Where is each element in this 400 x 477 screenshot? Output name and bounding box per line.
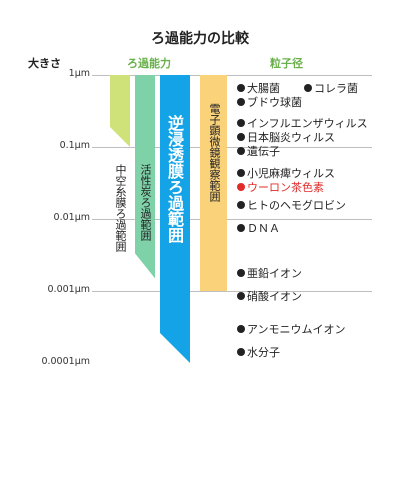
particle-item: ヒトのヘモグロビン bbox=[237, 199, 346, 212]
particle-item: アンモニウムイオン bbox=[237, 323, 346, 336]
header-filter: ろ過能力 bbox=[127, 57, 171, 70]
diagram-title: ろ過能力の比較 bbox=[151, 31, 249, 47]
bullet-dot-icon bbox=[237, 84, 245, 92]
filter-range-shape bbox=[200, 75, 227, 291]
axis-gridline bbox=[92, 75, 372, 76]
axis-tick-label: 0.1μm bbox=[59, 140, 90, 151]
axis-gridline bbox=[92, 219, 372, 220]
particle-label: インフルエンザウィルス bbox=[247, 117, 368, 130]
particle-label: 硝酸イオン bbox=[247, 290, 302, 303]
axis-tick-label: 1μm bbox=[68, 68, 90, 79]
axis-tick-label: 0.01μm bbox=[53, 212, 90, 223]
particle-item: インフルエンザウィルス bbox=[237, 117, 368, 130]
particle-label: コレラ菌 bbox=[314, 82, 358, 95]
header-size: 大きさ bbox=[28, 57, 61, 70]
particle-item: 大腸菌 bbox=[237, 82, 280, 95]
header-particle: 粒子径 bbox=[270, 57, 303, 70]
particle-item: 亜鉛イオン bbox=[237, 267, 302, 280]
particle-label: ヒトのヘモグロビン bbox=[247, 199, 346, 212]
axis-tick-label: 0.0001μm bbox=[41, 356, 90, 367]
particle-item: 硝酸イオン bbox=[237, 290, 302, 303]
bullet-dot-icon bbox=[237, 133, 245, 141]
particle-item: ＤＮＡ bbox=[237, 222, 280, 235]
bullet-dot-icon bbox=[237, 292, 245, 300]
bullet-dot-icon bbox=[237, 269, 245, 277]
bullet-dot-icon bbox=[237, 98, 245, 106]
bullet-dot-icon bbox=[237, 147, 245, 155]
particle-label: 大腸菌 bbox=[247, 82, 280, 95]
particle-label: 遺伝子 bbox=[247, 145, 280, 158]
particle-label: ＤＮＡ bbox=[247, 222, 280, 235]
particle-item: ウーロン茶色素 bbox=[237, 181, 324, 194]
particle-item: 小児麻痺ウィルス bbox=[237, 167, 335, 180]
bullet-dot-icon bbox=[237, 169, 245, 177]
filter-range-label: 逆浸透膜ろ過範囲 bbox=[165, 115, 184, 243]
filter-range-shape bbox=[110, 75, 130, 147]
bullet-dot-icon bbox=[237, 224, 245, 232]
bullet-dot-icon bbox=[304, 84, 312, 92]
bullet-dot-icon bbox=[237, 348, 245, 356]
particle-label: アンモニウムイオン bbox=[247, 323, 346, 336]
particle-label: ウーロン茶色素 bbox=[247, 181, 324, 194]
axis-gridline bbox=[92, 147, 372, 148]
particle-item: 遺伝子 bbox=[237, 145, 280, 158]
particle-item: ブドウ球菌 bbox=[237, 96, 302, 109]
filter-range-label: 活性炭ろ過範囲 bbox=[139, 164, 152, 241]
filter-range-label: 中空糸膜ろ過範囲 bbox=[114, 164, 127, 252]
particle-label: 日本脳炎ウィルス bbox=[247, 131, 335, 144]
particle-item: コレラ菌 bbox=[304, 82, 358, 95]
particle-label: 小児麻痺ウィルス bbox=[247, 167, 335, 180]
filter-range-shape bbox=[135, 75, 155, 279]
bullet-dot-icon bbox=[237, 119, 245, 127]
particle-label: 亜鉛イオン bbox=[247, 267, 302, 280]
bullet-dot-icon bbox=[237, 325, 245, 333]
axis-tick-label: 0.001μm bbox=[47, 284, 91, 295]
particle-item: 日本脳炎ウィルス bbox=[237, 131, 335, 144]
particle-label: ブドウ球菌 bbox=[247, 96, 302, 109]
filter-range-label: 電子顕微鏡観察範囲 bbox=[208, 103, 221, 202]
filter-range-shape bbox=[160, 75, 190, 363]
bullet-dot-icon bbox=[237, 183, 245, 191]
particle-label: 水分子 bbox=[247, 346, 280, 359]
particle-item: 水分子 bbox=[237, 346, 280, 359]
axis-gridline bbox=[92, 291, 372, 292]
bullet-dot-icon bbox=[237, 201, 245, 209]
